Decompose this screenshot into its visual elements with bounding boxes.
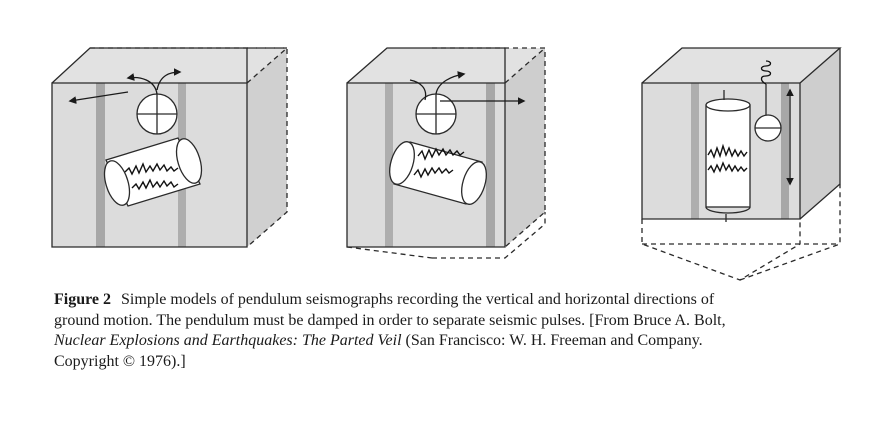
caption-text-1: Simple models of pendulum seismographs r… [54,291,726,329]
caption-text-2: (San Francisco: W. H. Freeman and Compan… [54,332,703,370]
figure-illustration [51,47,842,281]
figure-label: Figure 2 [54,291,112,308]
panel-2-seismograph [346,47,546,259]
panel-1-seismograph [51,47,288,248]
panel-3-seismograph [641,47,842,281]
caption-book-title: Nuclear Explosions and Earthquakes: The … [54,332,402,349]
